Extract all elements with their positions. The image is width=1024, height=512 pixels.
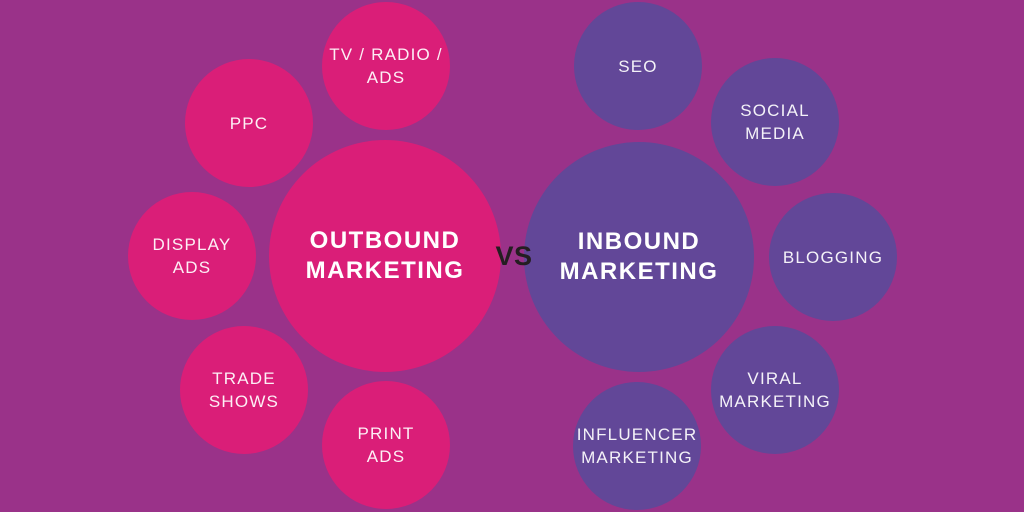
bubble-display-ads: DISPLAY ADS [128,192,256,320]
bubble-print-ads: PRINT ADS [322,381,450,509]
bubble-social-media-label: SOCIAL MEDIA [740,101,810,143]
bubble-social-media: SOCIAL MEDIA [711,58,839,186]
bubble-outbound-marketing-label: OUTBOUND MARKETING [305,227,465,284]
bubble-influencer-marketing-label: INFLUENCER MARKETING [576,425,698,467]
bubble-seo-label: SEO [618,56,658,76]
bubble-viral-marketing-label: VIRAL MARKETING [719,369,831,411]
bubble-influencer-marketing: INFLUENCER MARKETING [573,382,701,510]
bubble-display-ads-label: DISPLAY ADS [152,235,232,277]
versus-label: VS [495,240,533,271]
bubble-seo: SEO [574,2,702,130]
bubble-trade-shows: TRADE SHOWS [180,326,308,454]
bubble-viral-marketing: VIRAL MARKETING [711,326,839,454]
bubble-ppc-label: PPC [229,113,269,133]
bubble-tv-radio-ads: TV / RADIO / ADS [322,2,450,130]
bubble-print-ads-label: PRINT ADS [357,424,415,466]
bubble-outbound-marketing: OUTBOUND MARKETING [269,140,501,372]
bubble-trade-shows-label: TRADE SHOWS [208,369,280,411]
bubble-blogging-label: BLOGGING [782,247,884,267]
bubble-inbound-marketing: INBOUND MARKETING [524,142,754,372]
bubble-ppc: PPC [185,59,313,187]
bubble-inbound-marketing-label: INBOUND MARKETING [559,228,719,285]
bubble-blogging: BLOGGING [769,193,897,321]
bubble-tv-radio-ads-label: TV / RADIO / ADS [329,45,443,87]
